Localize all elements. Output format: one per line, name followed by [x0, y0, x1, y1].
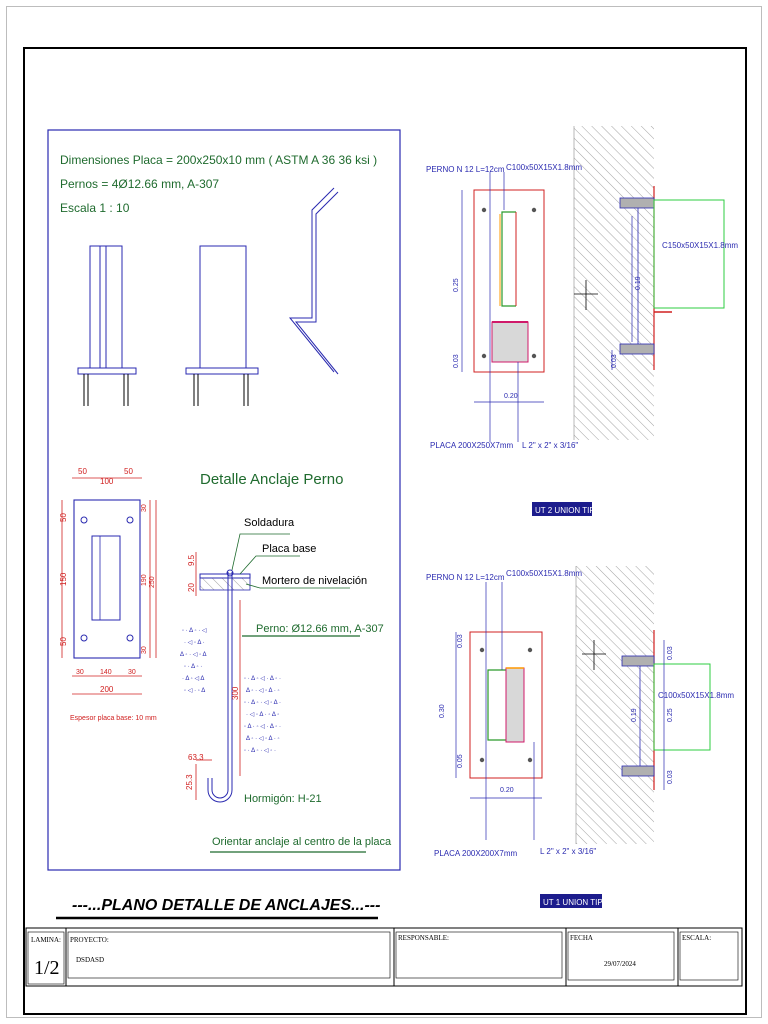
ut1-dim-003r2: 0.03 [667, 770, 674, 784]
label-soldadura: Soldadura [244, 517, 295, 529]
fecha-value: 29/07/2024 [604, 960, 636, 968]
ut2-drawing [461, 126, 725, 442]
proyecto-value: DSDASD [76, 956, 104, 964]
ut2-dim-019: 0.19 [635, 276, 642, 290]
dim-right-mid2: 250 [149, 576, 156, 588]
svg-text:· ◁ ◦ Δ ·: · ◁ ◦ Δ · [184, 640, 205, 646]
ut1-dim-003: 0.03 [457, 634, 464, 648]
page-border [6, 6, 762, 1018]
ut2-dim-020: 0.20 [504, 393, 518, 400]
dim-right-mid1: 190 [141, 574, 148, 586]
dim-right-top: 30 [141, 504, 148, 512]
ut1-dim-030: 0.30 [439, 704, 446, 718]
dim-left-top: 50 [59, 513, 68, 522]
dim-left-mid: 150 [59, 572, 68, 586]
ut1-drawing [455, 566, 711, 844]
ut1-dim-005: 0.05 [457, 754, 464, 768]
dim-right-bot: 30 [141, 646, 148, 654]
dim-top-left: 50 [78, 467, 87, 476]
ut1-dim-025: 0.25 [667, 708, 674, 722]
note-scale: Escala 1 : 10 [60, 201, 130, 215]
label-hormigon: Hormigón: H-21 [244, 793, 322, 805]
left-panel-frame [47, 129, 401, 871]
dim-20: 20 [187, 583, 196, 592]
dim-top-mid: 100 [100, 477, 114, 486]
svg-text:Δ ◦ · ◁ ◦ Δ · ◦: Δ ◦ · ◁ ◦ Δ · ◦ [246, 688, 280, 694]
ut2-dim-003b: 0.03 [611, 354, 618, 368]
label-placa-base: Placa base [262, 543, 316, 555]
ut2-dim-025: 0.25 [453, 278, 460, 292]
sheet-frame [23, 47, 747, 1015]
ut1-dim-019: 0.19 [631, 708, 638, 722]
ut1-dim-003r: 0.03 [667, 646, 674, 660]
ut1-c100-right-label: C100x50X15X1.8mm [658, 691, 734, 700]
ut2-angle-label: L 2" x 2" x 3/16" [522, 441, 578, 450]
ut2-placa-label: PLACA 200X250X7mm [430, 441, 513, 450]
svg-text:◦ · Δ ◦ · ◁: ◦ · Δ ◦ · ◁ [182, 628, 207, 634]
responsable-label: RESPONSABLE: [398, 934, 449, 942]
lamina-label: LAMINA: [31, 936, 61, 944]
title-block [25, 927, 743, 987]
svg-text:◦ · Δ ◦ · ◁ ◦ ·: ◦ · Δ ◦ · ◁ ◦ · [244, 748, 276, 754]
ut1-tag-bg [540, 894, 602, 908]
ut2-dim-003: 0.03 [453, 354, 460, 368]
svg-text:Δ ◦ · ◁ ◦ Δ: Δ ◦ · ◁ ◦ Δ [180, 652, 207, 658]
dim-top-right: 50 [124, 467, 133, 476]
ut2-tag: UT 2 UNION TIPO 2 [535, 506, 608, 515]
label-orientar: Orientar anclaje al centro de la placa [212, 836, 392, 848]
ut1-tag: UT 1 UNION TIPO 1 [543, 898, 616, 907]
svg-text:◦ · Δ ◦ ·: ◦ · Δ ◦ · [184, 664, 202, 670]
svg-text:◦ Δ · ◦ ◁ · Δ ◦ ·: ◦ Δ · ◦ ◁ · Δ ◦ · [244, 724, 281, 730]
escala-label: ESCALA: [682, 934, 711, 942]
svg-text:Δ ◦ · ◁ ◦ Δ · ◦: Δ ◦ · ◁ ◦ Δ · ◦ [246, 736, 280, 742]
ut2-tag-bg [532, 502, 592, 516]
dim-25-3: 25.3 [185, 774, 194, 790]
dim-bottom-right: 30 [128, 669, 136, 676]
ut2-c150-label: C150x50X15X1.8mm [662, 241, 738, 250]
label-perno: Perno: Ø12.66 mm, A-307 [256, 623, 384, 635]
concrete-stipple: ◦ · Δ ◦ · ◁ · ◁ ◦ Δ · Δ ◦ · ◁ ◦ Δ ◦ · Δ … [180, 628, 281, 754]
base-plate-plan [61, 477, 157, 695]
plate-thickness-note: Espesor placa base: 10 mm [70, 715, 157, 722]
isometric-sketch [288, 187, 339, 375]
svg-text:◦ · Δ ◦ · ◁ ◦ Δ ·: ◦ · Δ ◦ · ◁ ◦ Δ · [244, 700, 281, 706]
svg-text:◦ · Δ ◦ ◁ · Δ ◦ ·: ◦ · Δ ◦ ◁ · Δ ◦ · [244, 676, 281, 682]
dim-left-bot: 50 [59, 637, 68, 646]
column-front-view [77, 245, 137, 406]
ut1-placa-label: PLACA 200X200X7mm [434, 849, 517, 858]
dim-63-3: 63.3 [188, 753, 204, 762]
column-side-view [185, 245, 259, 406]
fecha-label: FECHA [570, 934, 593, 942]
ut1-channel-label: C100x50X15X1.8mm [506, 569, 582, 578]
svg-text:◦ ◁ · ◦ Δ: ◦ ◁ · ◦ Δ [184, 688, 205, 694]
ut2-perno-label: PERNO N 12 L=12cm [426, 165, 505, 174]
ut1-angle-label: L 2" x 2" x 3/16" [540, 847, 596, 856]
dim-bottom-mid: 140 [100, 669, 112, 676]
note-plate-dims: Dimensiones Placa = 200x250x10 mm ( ASTM… [60, 153, 377, 167]
note-bolts: Pernos = 4Ø12.66 mm, A-307 [60, 177, 219, 191]
sheet-title: ---...PLANO DETALLE DE ANCLAJES...--- [72, 897, 380, 914]
ut1-perno-label: PERNO N 12 L=12cm [426, 573, 505, 582]
svg-text:· ◁ ◦ Δ · ◦ Δ ◦: · ◁ ◦ Δ · ◦ Δ ◦ [246, 712, 279, 718]
anchor-detail-drawing: ◦ · Δ ◦ · ◁ · ◁ ◦ Δ · Δ ◦ · ◁ ◦ Δ ◦ · Δ … [180, 533, 366, 853]
proyecto-label: PROYECTO: [70, 936, 109, 944]
dim-bottom-total: 200 [100, 685, 114, 694]
label-mortero: Mortero de nivelación [262, 575, 367, 587]
dim-bottom-left: 30 [76, 669, 84, 676]
ut1-dim-020: 0.20 [500, 787, 514, 794]
svg-text:· Δ ◦ ◁ Δ: · Δ ◦ ◁ Δ [182, 676, 204, 682]
dim-9-5: 9.5 [187, 554, 196, 566]
lamina-value: 1/2 [34, 957, 60, 979]
anchor-detail-title: Detalle Anclaje Perno [200, 471, 343, 488]
dim-300: 300 [231, 686, 240, 700]
ut2-channel-label: C100x50X15X1.8mm [506, 163, 582, 172]
